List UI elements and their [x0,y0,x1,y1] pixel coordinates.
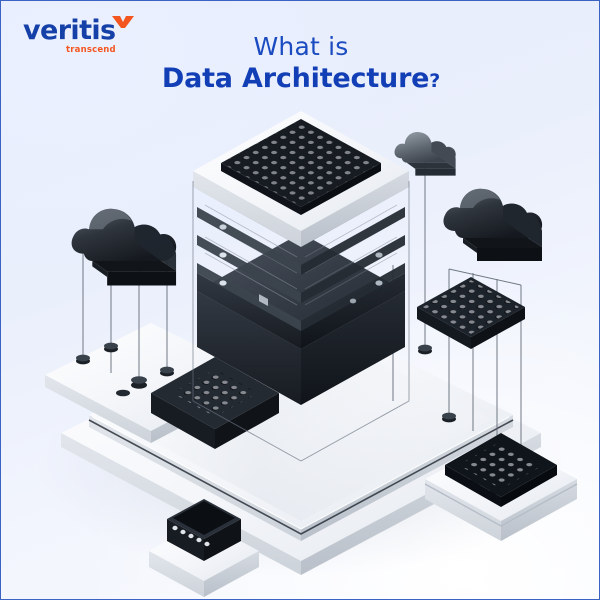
veritis-swoosh-icon [112,16,134,28]
grid-panel-right [417,277,525,349]
title-question-mark: ? [429,69,441,92]
server-unit [197,291,405,405]
connector-pins [172,525,210,547]
cloud-small-top [394,132,456,176]
server-stack [193,111,409,405]
cloud-large-left [71,208,177,286]
title-main-text: Data Architecture [161,62,430,94]
pin-array-module [445,433,557,507]
tower-wireframe [192,181,410,462]
title-line-2: Data Architecture? [1,62,599,97]
brand-logo[interactable]: veritis transcend [23,15,143,59]
connector-module [167,499,241,561]
rack-indicators [219,224,268,306]
brand-wordmark: veritis [23,15,116,46]
cloud-large-right [443,188,543,261]
top-vent-panel [221,119,381,215]
title-line-1: What is [253,32,349,61]
rack-indicators-right [349,252,383,304]
brand-tagline: transcend [66,45,116,55]
connector-discs-left [76,342,174,397]
page-title: What is Data Architecture? [1,32,599,97]
grid-panel-left [151,357,279,449]
